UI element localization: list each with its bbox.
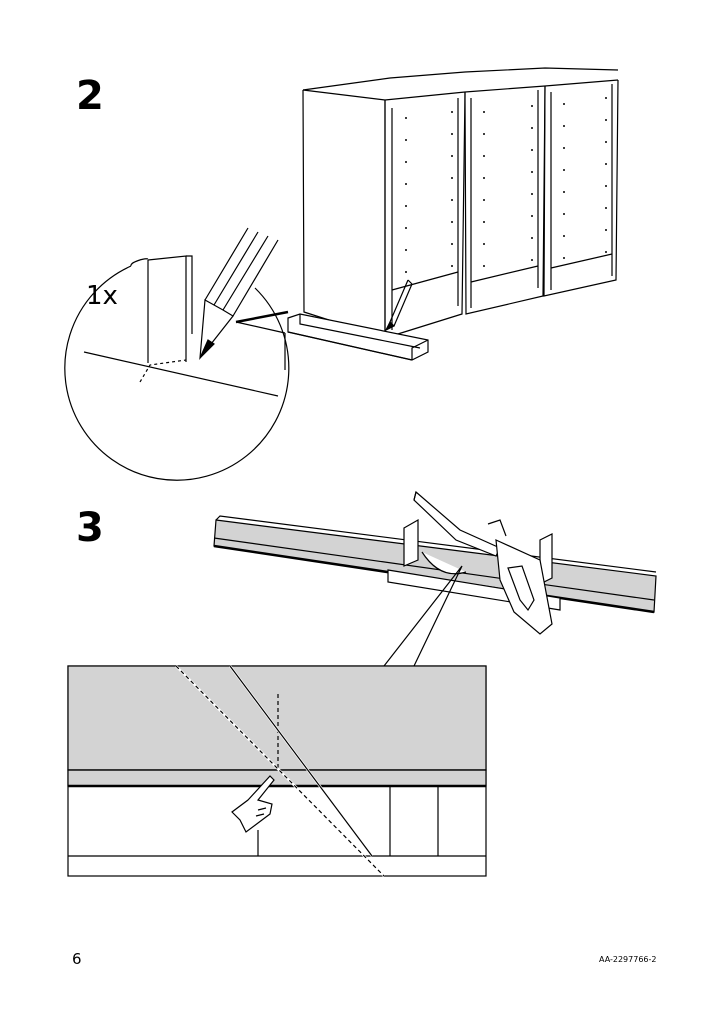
step-number: 2 bbox=[76, 73, 104, 119]
cabinet-row bbox=[302, 67, 619, 339]
plinth-board bbox=[235, 310, 429, 361]
magnifier-callout bbox=[64, 227, 290, 481]
saw-icon bbox=[413, 490, 553, 635]
document-id: AA-2297766-2 bbox=[599, 955, 657, 964]
page-number: 6 bbox=[72, 950, 82, 968]
callout-pointer bbox=[383, 565, 463, 667]
pencil-icon bbox=[384, 279, 413, 332]
step-number: 3 bbox=[76, 505, 104, 551]
quantity-label: 1x bbox=[86, 281, 118, 311]
hand-pointing-icon bbox=[231, 775, 275, 833]
cut-detail-box bbox=[67, 665, 487, 877]
